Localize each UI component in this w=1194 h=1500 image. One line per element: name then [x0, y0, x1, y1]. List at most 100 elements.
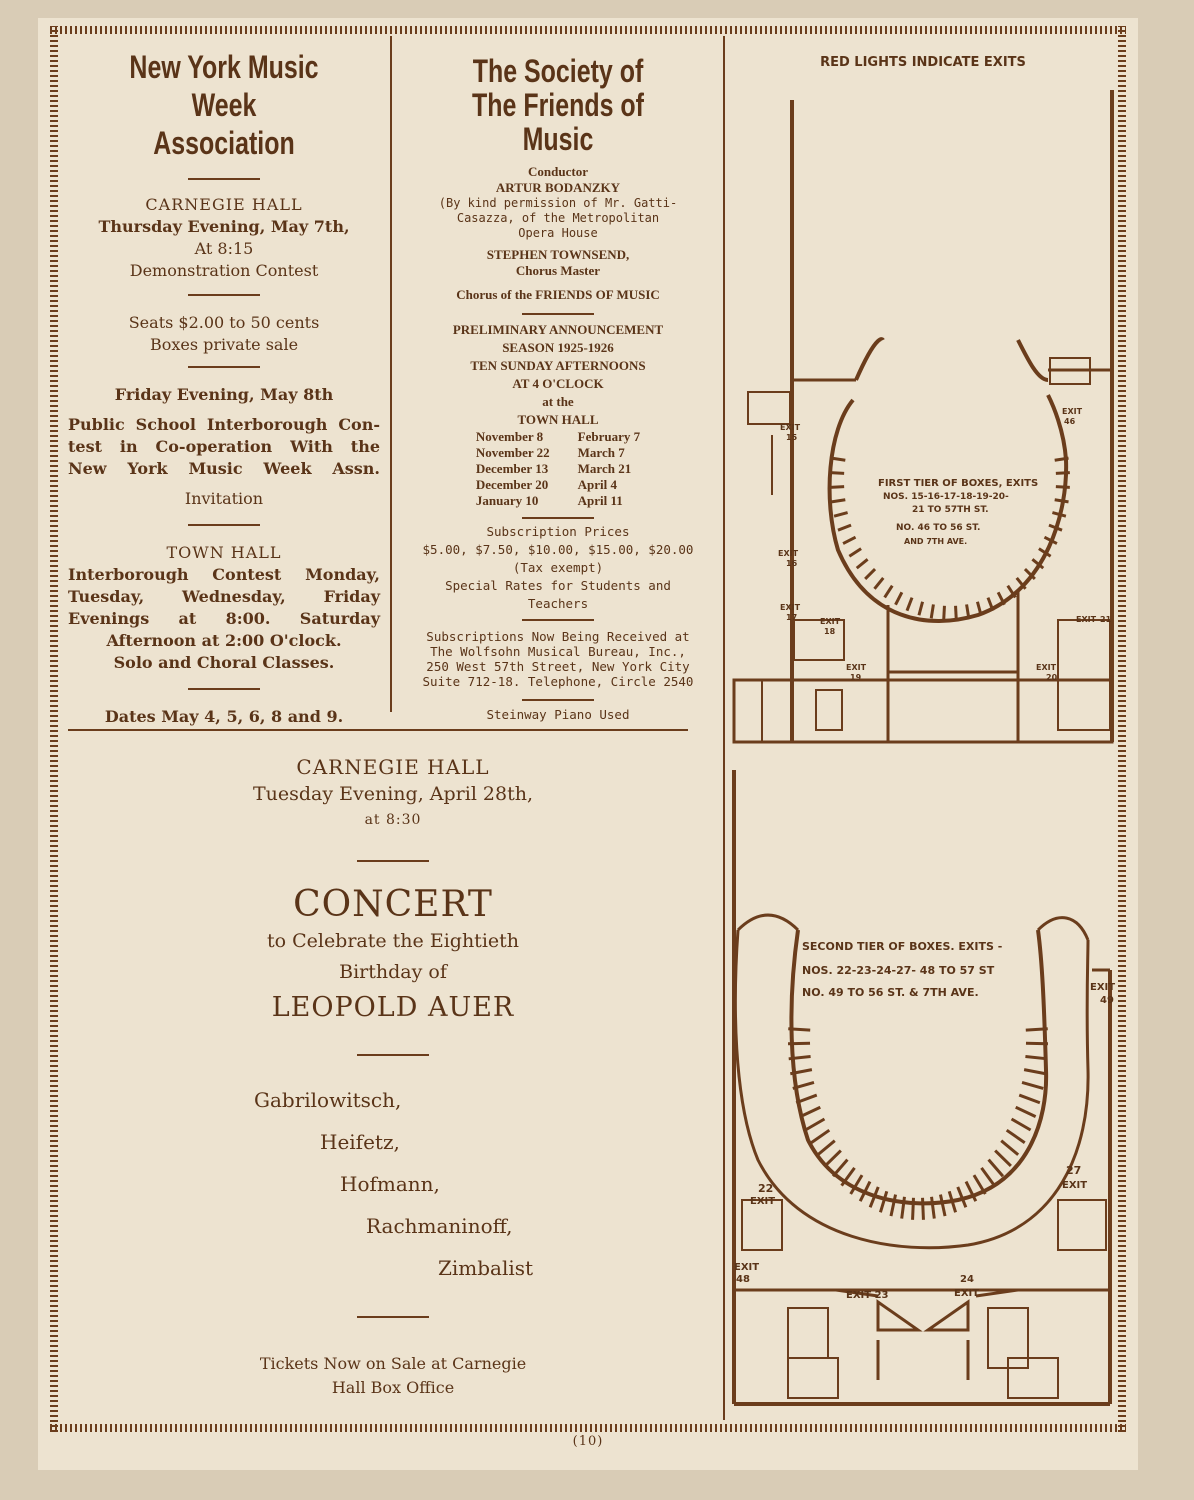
box-divider [965, 604, 971, 619]
box-divider [810, 1128, 831, 1144]
friends-prices: $5.00, $7.50, $10.00, $15.00, $20.00 [422, 542, 694, 557]
artist-name: Hofmann, [340, 1172, 440, 1196]
exit-number-15: 15 [786, 433, 798, 442]
left-border [50, 26, 58, 1432]
friends-dates-table: November 8 November 22 December 13 Decem… [400, 429, 716, 509]
nymwa-title: New York Music Week Association [102, 48, 345, 162]
divider [357, 860, 429, 862]
first-tier-label-5: AND 7TH AVE. [904, 537, 967, 546]
concert-artists: Gabrilowitsch, Heifetz, Hofmann, Rachman… [68, 1080, 718, 1280]
friends-dates-right: February 7 March 7 March 21 April 4 Apri… [578, 429, 640, 509]
box-divider [848, 547, 862, 558]
friends-chorus-master-role: Chorus Master [515, 263, 601, 278]
box-divider [878, 1190, 889, 1213]
box-divider [799, 1105, 821, 1118]
friends-date: April 11 [577, 493, 623, 508]
nymwa-contest-2-line2: test in Co-operation With the [68, 437, 380, 456]
divider [188, 688, 260, 690]
exit-label: EXIT [780, 423, 801, 432]
box-divider [833, 511, 849, 518]
box-divider [1043, 535, 1058, 545]
friends-chorus: Chorus of the FRIENDS OF MUSIC [456, 287, 660, 302]
box-divider [855, 558, 869, 570]
exit-number-22: 22 [758, 1182, 773, 1195]
divider [188, 294, 260, 296]
exit-label: EXIT [820, 617, 841, 626]
friends-announce-1: PRELIMINARY ANNOUNCEMENT [452, 322, 664, 337]
box-divider [790, 1068, 813, 1076]
exit-label: EXIT [1036, 663, 1057, 672]
box-divider [1023, 568, 1036, 581]
concert-tickets-1: Tickets Now on Sale at Carnegie [259, 1354, 527, 1373]
friends-date: January 10 [475, 493, 539, 508]
divider [188, 524, 260, 526]
exit-number-18: 18 [824, 627, 836, 636]
box-divider [1006, 584, 1017, 599]
nymwa-title-line2: Association [153, 125, 295, 161]
exit-number-49: 49 [1100, 995, 1114, 1006]
friends-announce-2: SEASON 1925-1926 [502, 340, 614, 355]
concert-hall: CARNEGIE HALL [296, 755, 490, 779]
friends-special-2: Teachers [527, 596, 589, 611]
box-divider [831, 1158, 849, 1178]
friends-conductor-name: ARTUR BODANZKY [495, 180, 621, 195]
friends-date: December 20 [475, 477, 549, 492]
box-divider [947, 1190, 958, 1213]
box-divider [975, 601, 983, 616]
nymwa-contest-3-line3: Evenings at 8:00. Saturday [68, 609, 380, 628]
second-tier-box-dividers [787, 1027, 1049, 1220]
box-divider [1015, 576, 1027, 590]
friends-subs-4: Suite 712-18. Telephone, Circle 2540 [422, 674, 694, 689]
nymwa-contest-2-line1: Public School Interborough Con- [68, 415, 380, 434]
friends-announce-5: at the [542, 394, 574, 409]
box-divider [956, 1186, 968, 1208]
concert-sub-2: Birthday of [339, 961, 447, 983]
first-tier-label-4: NO. 46 TO 56 ST. [896, 523, 980, 533]
nymwa-date-2: Friday Evening, May 8th [114, 385, 334, 404]
friends-title-line2: The Friends of Music [472, 87, 644, 157]
concert-sub-1: to Celebrate the Eightieth [266, 930, 520, 952]
exit-number-19: 19 [850, 673, 862, 682]
friends-conductor-label: Conductor [528, 164, 588, 179]
exit-number-48: 48 [736, 1274, 750, 1285]
friends-date: November 8 [475, 429, 544, 444]
box-divider [1038, 547, 1052, 558]
nymwa-contest-3-line4: Afternoon at 2:00 O'clock. [106, 631, 342, 650]
friends-chorus-master-name: STEPHEN TOWNSEND, [486, 247, 630, 262]
nymwa-contest-3-line5: Solo and Choral Classes. [113, 653, 335, 672]
box-divider [972, 1174, 987, 1195]
first-tier-label-3: 21 TO 57TH ST. [912, 505, 989, 515]
friends-subs-3: 250 West 57th Street, New York City [426, 659, 690, 674]
box-divider [1015, 1105, 1037, 1118]
first-tier-label-1: FIRST TIER OF BOXES, EXITS [878, 478, 1038, 489]
second-tier-label-1: SECOND TIER OF BOXES. EXITS - [802, 940, 1002, 953]
artist-name: Rachmaninoff, [366, 1214, 513, 1238]
exit-label: EXIT [750, 1196, 775, 1207]
divider [357, 1316, 429, 1318]
friends-dates-left: November 8 November 22 December 13 Decem… [476, 429, 550, 509]
nymwa-seats: Seats $2.00 to 50 cents [128, 313, 320, 332]
right-border [1118, 26, 1126, 1432]
divider-vertical-top [390, 36, 392, 712]
nymwa-hall-carnegie: CARNEGIE HALL [145, 195, 303, 214]
divider [522, 619, 594, 621]
box-divider [1055, 485, 1070, 489]
friends-date: December 13 [475, 461, 549, 476]
friends-section: The Society of The Friends of Music Cond… [400, 54, 716, 722]
box-divider [917, 601, 925, 616]
friends-date: March 7 [577, 445, 625, 460]
box-divider [1025, 1055, 1048, 1061]
box-divider [1051, 511, 1067, 518]
bottom-border [50, 1424, 1126, 1432]
box-divider [1055, 471, 1070, 475]
divider [357, 1054, 429, 1056]
box-divider [911, 1197, 915, 1220]
box-divider [831, 456, 846, 462]
divider [522, 699, 594, 701]
friends-title: The Society of The Friends of Music [435, 54, 681, 156]
plans-header: RED LIGHTS INDICATE EXITS [820, 55, 1026, 70]
box-divider [849, 1174, 864, 1195]
friends-tax: (Tax exempt) [512, 560, 604, 575]
artist-name: Heifetz, [320, 1130, 400, 1154]
nymwa-time-1: At 8:15 [194, 239, 254, 258]
